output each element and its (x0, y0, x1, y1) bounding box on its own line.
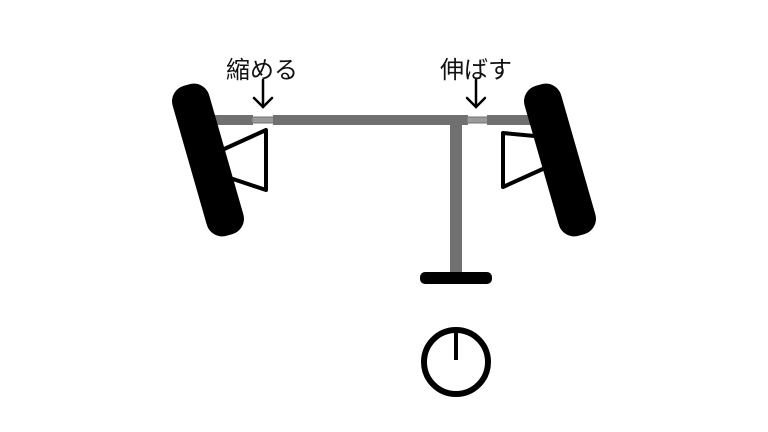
steering-wheel-icon (421, 327, 491, 397)
tie-rod-right-adjuster (466, 116, 489, 124)
tire-icon (524, 83, 596, 237)
tie-rod-left-outer (205, 115, 253, 125)
tire-icon (172, 83, 244, 237)
label-extend: 伸ばす (440, 56, 512, 84)
tie-rod-right-outer (487, 115, 532, 125)
steering-column (450, 120, 462, 275)
arrow-down-icon (252, 78, 274, 109)
arrow-down-icon (465, 78, 487, 109)
tie-rod-left-adjuster (251, 116, 275, 124)
column-base (420, 272, 492, 284)
label-shorten: 縮める (226, 56, 298, 84)
tie-rod-center (273, 115, 468, 125)
